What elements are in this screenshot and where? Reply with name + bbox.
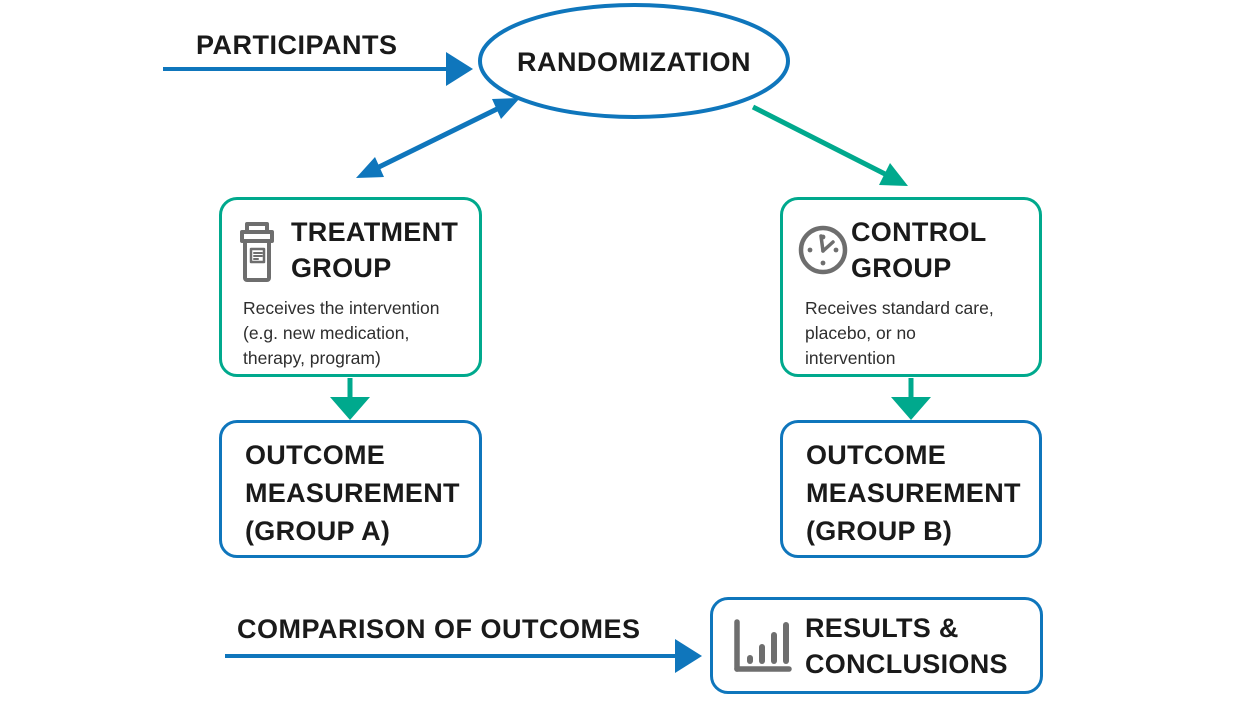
outcome-b-title: OUTCOME MEASUREMENT (GROUP B) — [806, 440, 1021, 546]
treatment-group-description: Receives the intervention (e.g. new medi… — [243, 298, 440, 368]
treatment-group-title: TREATMENT GROUP — [291, 217, 459, 283]
control-to-outcome-arrow — [891, 378, 931, 420]
comparison-arrow — [225, 639, 702, 673]
outcome-measurement-a-box: OUTCOME MEASUREMENT (GROUP A) — [219, 420, 482, 558]
results-conclusions-box: RESULTS & CONCLUSIONS — [710, 597, 1043, 694]
treatment-group-box: TREATMENT GROUP Receives the interventio… — [219, 197, 482, 377]
randomization-to-control-arrow — [751, 104, 908, 186]
outcome-a-title: OUTCOME MEASUREMENT (GROUP A) — [245, 440, 460, 546]
control-group-box: CONTROL GROUP Receives standard care, pl… — [780, 197, 1042, 377]
participants-arrow — [163, 52, 473, 86]
control-group-title: CONTROL GROUP — [851, 217, 987, 283]
randomization-label: RANDOMIZATION — [517, 47, 751, 77]
pill-bottle-icon — [240, 222, 274, 282]
results-title: RESULTS & CONCLUSIONS — [805, 613, 1008, 679]
randomization-to-treatment-arrow — [356, 98, 520, 178]
randomization-ellipse — [478, 3, 790, 119]
participants-label: PARTICIPANTS — [196, 30, 398, 60]
outcome-measurement-b-box: OUTCOME MEASUREMENT (GROUP B) — [780, 420, 1042, 558]
control-group-description: Receives standard care, placebo, or no i… — [805, 298, 994, 368]
bar-chart-icon — [734, 619, 792, 672]
treatment-to-outcome-arrow — [330, 378, 370, 420]
comparison-label: COMPARISON OF OUTCOMES — [237, 614, 641, 644]
clock-icon — [798, 225, 848, 275]
